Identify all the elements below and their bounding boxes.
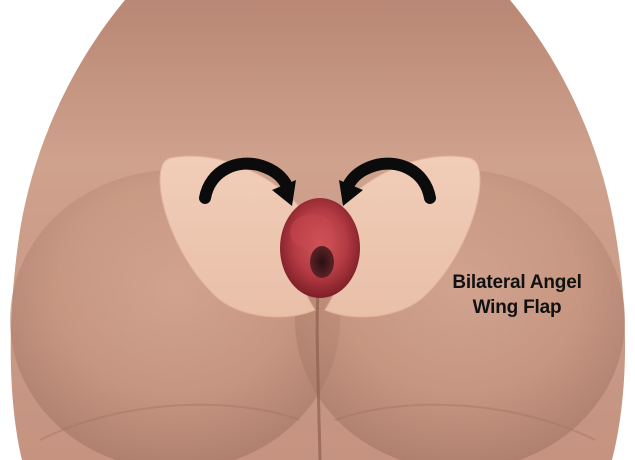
wound-opening [310,246,334,278]
figure-caption: Bilateral Angel Wing Flap [432,270,602,320]
wound-texture [290,214,334,250]
caption-line-1: Bilateral Angel [432,270,602,295]
caption-line-2: Wing Flap [432,295,602,320]
